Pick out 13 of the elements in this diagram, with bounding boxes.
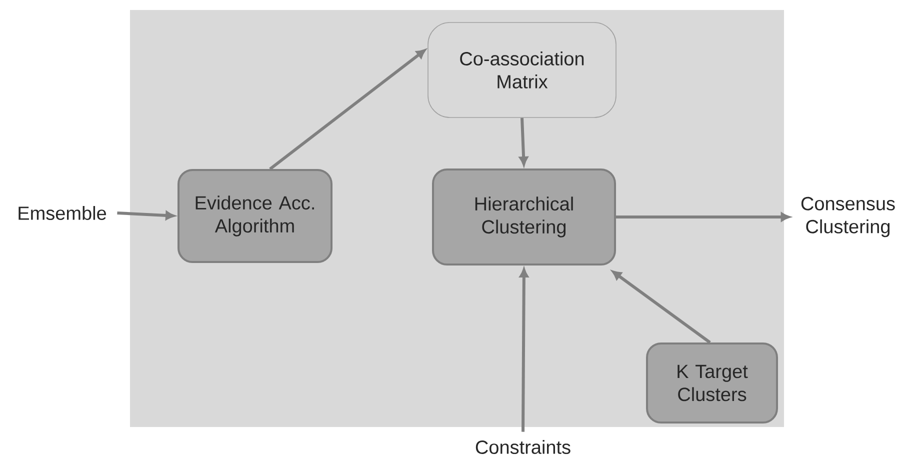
arrow (519, 118, 528, 166)
process-box: Hierarchical Clustering (432, 168, 616, 266)
arrow (117, 211, 175, 220)
plain-text: Consensus Clustering (801, 196, 895, 238)
plain-text: Constraints (476, 440, 570, 454)
arrow (612, 270, 711, 344)
arrow (616, 212, 790, 222)
data-box: Co-association Matrix (428, 22, 616, 118)
input-box: K Target Clusters (646, 342, 778, 424)
process-box: Evidence Acc. Algorithm (178, 169, 332, 263)
plain-text: Emsemble (18, 206, 106, 220)
arrow (269, 49, 426, 170)
arrow (520, 268, 528, 432)
